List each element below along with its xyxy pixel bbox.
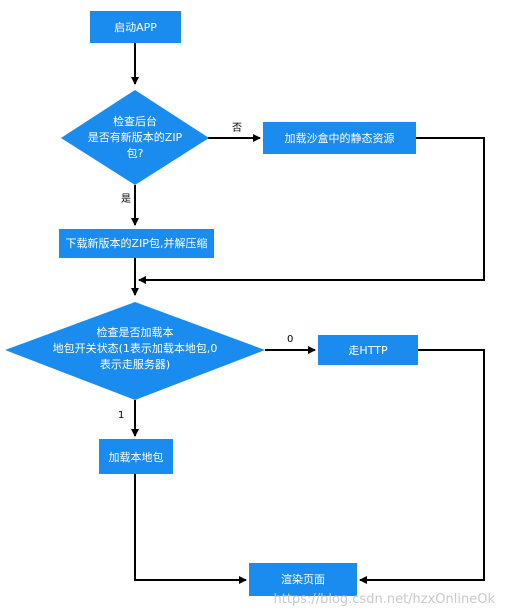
node-download-zip-label: 下载新版本的ZIP包,并解压缩	[66, 236, 208, 250]
watermark: https://blog.csdn.net/hzxOnlineOk	[273, 592, 495, 607]
edge-label-one: 1	[118, 410, 124, 421]
edge-sandbox-to-merge	[138, 137, 485, 284]
edge-label-no: 否	[232, 122, 242, 134]
node-start: 启动APP	[90, 11, 181, 43]
edge-http-to-render	[359, 349, 485, 584]
node-http-label: 走HTTP	[348, 344, 388, 357]
node-http: 走HTTP	[318, 335, 418, 365]
node-load-local: 加载本地包	[99, 439, 173, 474]
node-check-zip-line1: 检查后台	[113, 114, 157, 128]
node-check-zip-line3: 包?	[127, 147, 144, 160]
node-download-zip: 下载新版本的ZIP包,并解压缩	[59, 229, 214, 258]
node-render: 渲染页面	[249, 563, 357, 596]
edges	[131, 43, 485, 584]
node-check-switch-line1: 检查是否加载本	[97, 325, 174, 339]
node-load-sandbox: 加载沙盒中的静态资源	[263, 122, 416, 154]
edge-label-zero: 0	[287, 334, 293, 345]
node-start-label: 启动APP	[114, 21, 157, 34]
node-load-local-label: 加载本地包	[109, 450, 164, 464]
node-check-switch: 检查是否加载本 地包开关状态(1表示加载本地包,0 表示走服务器)	[5, 302, 265, 400]
node-check-zip: 检查后台 是否有新版本的ZIP 包?	[61, 90, 209, 185]
node-check-switch-line3: 表示走服务器)	[100, 357, 170, 371]
node-render-label: 渲染页面	[281, 572, 325, 586]
node-load-sandbox-label: 加载沙盒中的静态资源	[285, 131, 395, 145]
node-check-switch-line2: 地包开关状态(1表示加载本地包,0	[53, 341, 218, 355]
edge-label-yes: 是	[121, 193, 131, 205]
edge-local-to-render	[134, 474, 247, 584]
node-check-zip-line2: 是否有新版本的ZIP	[88, 130, 183, 144]
